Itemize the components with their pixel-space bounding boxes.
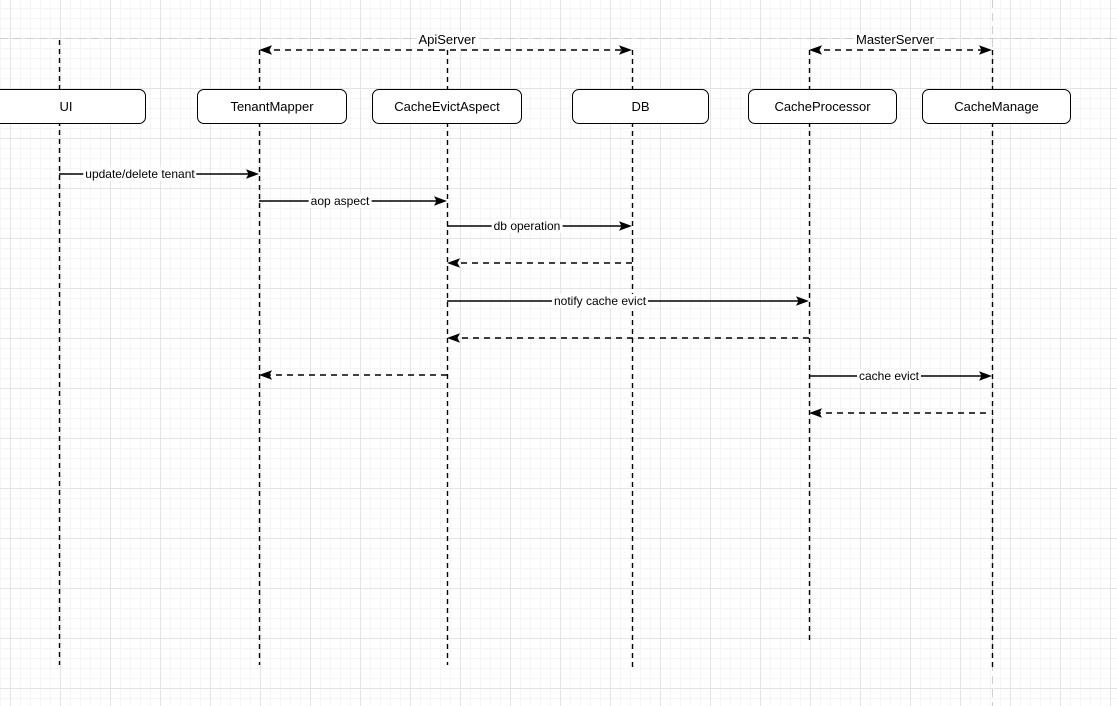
group-masterserver-arrow[interactable] <box>809 45 992 55</box>
participant-cacheprocessor-label: CacheProcessor <box>774 99 871 114</box>
message-label-notify-cache-evict[interactable]: notify cache evict <box>551 294 649 308</box>
participant-ui-label: UI <box>59 99 73 114</box>
message-return-cacheprocessor-to-cacheevictaspect[interactable] <box>447 333 809 343</box>
group-apiserver-arrow[interactable] <box>259 45 632 55</box>
participant-cacheprocessor[interactable]: CacheProcessor <box>748 89 897 124</box>
group-masterserver-label[interactable]: MasterServer <box>853 32 937 47</box>
lifelines <box>58 40 994 668</box>
message-label-aop-aspect[interactable]: aop aspect <box>308 194 372 208</box>
message-label-db-operation[interactable]: db operation <box>491 219 563 233</box>
message-return-db-to-cacheevictaspect[interactable] <box>447 258 632 268</box>
participant-cachemanage-label: CacheManage <box>954 99 1039 114</box>
participant-cachemanage[interactable]: CacheManage <box>922 89 1071 124</box>
group-apiserver-label[interactable]: ApiServer <box>416 32 478 47</box>
participant-cacheevictaspect-label: CacheEvictAspect <box>394 99 500 114</box>
message-return-cachemanage-to-cacheprocessor[interactable] <box>809 408 986 418</box>
participant-tenantmapper-label: TenantMapper <box>230 99 314 114</box>
participant-cacheevictaspect[interactable]: CacheEvictAspect <box>372 89 522 124</box>
participant-tenantmapper[interactable]: TenantMapper <box>197 89 347 124</box>
message-label-update-delete-tenant[interactable]: update/delete tenant <box>83 167 197 181</box>
message-return-cacheevictaspect-to-tenantmapper[interactable] <box>259 370 447 380</box>
participant-ui[interactable]: UI <box>0 89 146 124</box>
participant-db[interactable]: DB <box>572 89 709 124</box>
participant-db-label: DB <box>631 99 650 114</box>
message-label-cache-evict[interactable]: cache evict <box>856 369 922 383</box>
